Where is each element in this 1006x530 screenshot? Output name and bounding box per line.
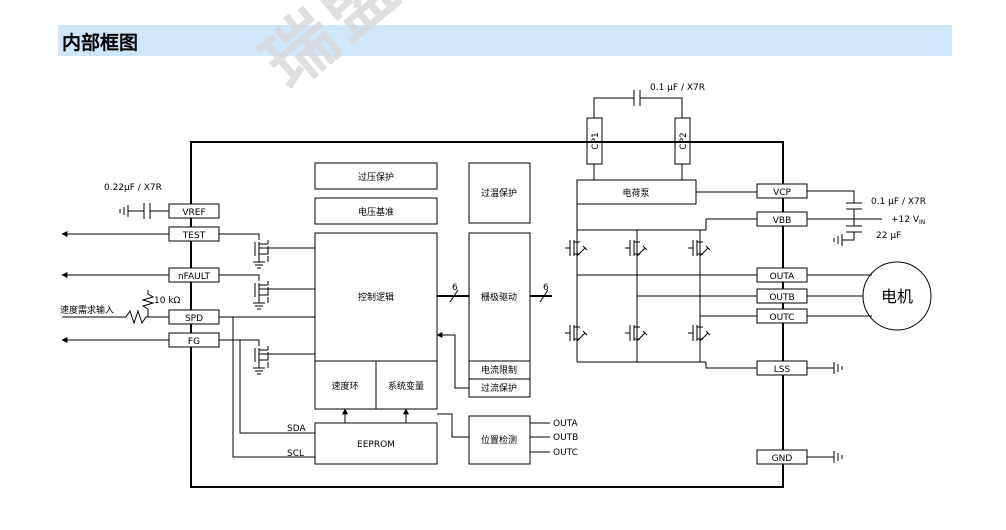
block-pos-label: 位置检测 [481,434,517,446]
resistor-label: 10 kΩ [154,296,181,306]
pin-vbb-label: VBB [773,216,792,226]
block-cur-limit-label: 电流限制 [481,364,517,376]
cap-cp-label: 0.1 μF / X7R [650,83,705,93]
pin-outc-label: OUTC [770,313,795,323]
mosfet-low-a [565,325,588,342]
motor-label: 电机 [881,287,913,306]
mosfet-low-b [625,325,648,342]
block-ovp-label: 过压保护 [358,171,394,183]
pin-nfault-label: nFAULT [178,272,211,282]
supply-label: +12 VIN [891,215,925,226]
block-ocp-label: 过流保护 [481,382,517,394]
pin-outb-label: OUTB [769,293,794,303]
block-pos [468,415,531,465]
block-vref-label: 电压基准 [358,206,394,218]
transistor-fg [219,339,315,375]
pin-test-label: TEST [182,231,206,241]
block-logic-label: 控制逻辑 [358,291,394,303]
cap-vref-label: 0.22μF / X7R [104,183,162,193]
block-vref [314,197,438,225]
pin-outa-label: OUTA [770,272,795,282]
section-header: 内部框图 [58,25,952,56]
block-sys-vars-label: 系统变量 [388,380,424,392]
pin-vref-label: VREF [182,208,205,218]
scl-label: SCL [287,449,304,459]
cap-vbb-label: 22 μF [876,231,901,241]
speed-input-label: 速度需求输入 [60,304,114,316]
cap-vcp-label: 0.1 μF / X7R [871,197,926,207]
block-otp-label: 过温保护 [481,187,517,199]
mosfet-low-c [688,325,711,342]
cp1-label: CP1 [591,132,601,149]
block-otp [468,162,531,224]
pin-lss-label: LSS [774,365,791,375]
block-gate-label: 栅极驱动 [481,291,517,303]
transistor-test [219,233,315,269]
block-ovp [314,162,438,190]
bus-width-1: 6 [452,283,458,293]
block-eeprom-label: EEPROM [357,440,395,450]
pos-in-c: OUTC [553,448,578,458]
mosfet-high-a [565,240,588,257]
section-title: 内部框图 [62,32,139,54]
mosfet-high-c [688,240,711,257]
pin-spd-label: SPD [185,314,203,324]
bus-width-2: 6 [543,283,549,293]
pin-vcp-label: VCP [773,188,791,198]
pin-gnd-label: GND [772,454,793,464]
transistor-nfault [219,274,315,310]
mosfet-high-b [625,240,648,257]
pin-fg-label: FG [188,337,200,347]
block-eeprom [314,422,438,465]
sda-label: SDA [287,424,306,434]
block-charge-pump-label: 电荷泵 [622,187,649,199]
pos-in-a: OUTA [553,419,578,429]
cp2-label: CP2 [679,132,689,149]
pos-in-b: OUTB [553,433,578,443]
block-speed-loop-label: 速度环 [331,380,358,392]
